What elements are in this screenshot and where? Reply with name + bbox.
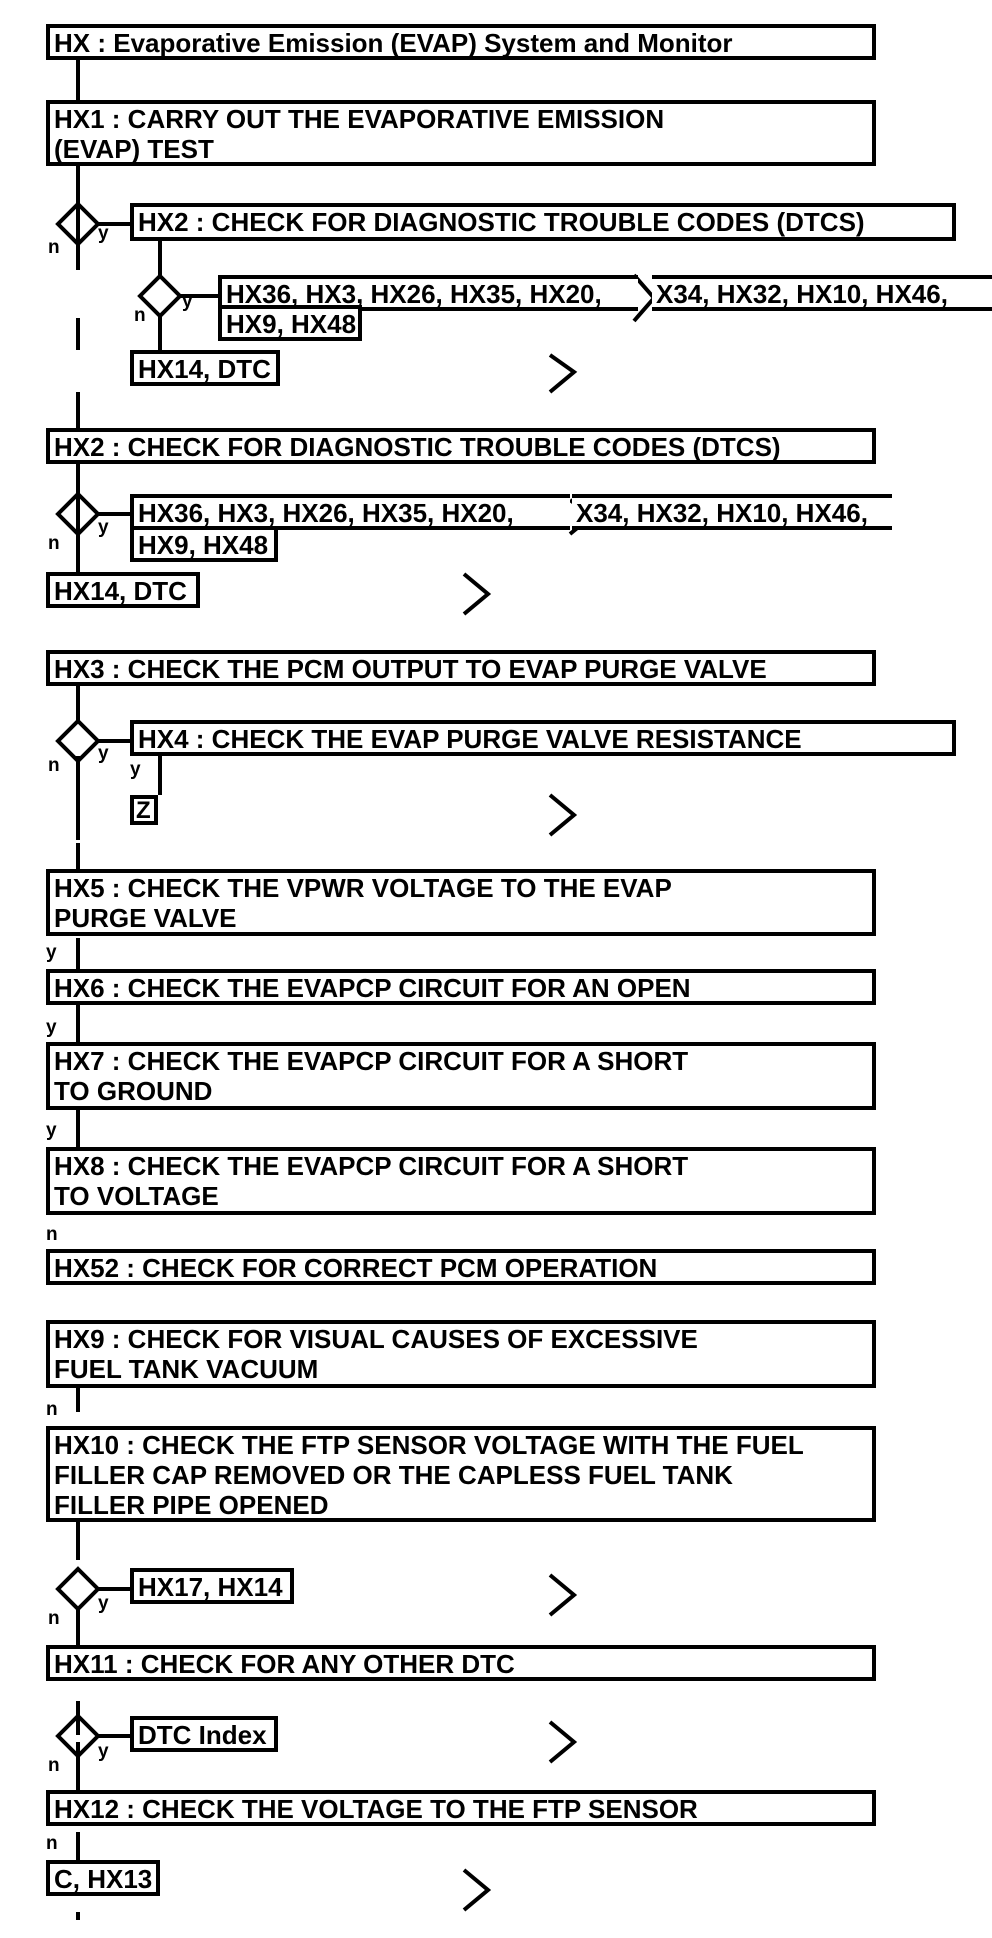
branch-label-yes: y [46, 1120, 57, 1141]
ref-hx17-hx14: HX17, HX14 [130, 1568, 294, 1604]
chevron-right-icon [548, 353, 578, 394]
branch-label-yes: y [46, 942, 57, 963]
node-hx5: HX5 : CHECK THE VPWR VOLTAGE TO THE EVAP… [46, 869, 876, 936]
node-hx9: HX9 : CHECK FOR VISUAL CAUSES OF EXCESSI… [46, 1320, 876, 1388]
node-hx7: HX7 : CHECK THE EVAPCP CIRCUIT FOR A SHO… [46, 1042, 876, 1110]
branch-label-yes: y [98, 517, 109, 538]
branch-label-no: n [46, 1399, 58, 1420]
ref-z: Z [130, 795, 158, 825]
branch-label-no: n [48, 755, 60, 776]
chevron-right-icon [548, 793, 578, 837]
node-hx12: HX12 : CHECK THE VOLTAGE TO THE FTP SENS… [46, 1790, 876, 1826]
branch-label-no: n [48, 1608, 60, 1629]
ref-c-hx13: C, HX13 [46, 1860, 160, 1896]
node-hx6: HX6 : CHECK THE EVAPCP CIRCUIT FOR AN OP… [46, 969, 876, 1005]
node-hx: HX : Evaporative Emission (EVAP) System … [46, 24, 876, 60]
chevron-right-icon [548, 1720, 578, 1764]
node-hx52: HX52 : CHECK FOR CORRECT PCM OPERATION [46, 1249, 876, 1285]
ref-hx9-group-b: HX9, HX48 [130, 526, 278, 562]
branch-label-no: n [48, 1755, 60, 1776]
node-hx3: HX3 : CHECK THE PCM OUTPUT TO EVAP PURGE… [46, 650, 876, 686]
ref-hx14-dtc-a: HX14, DTC [130, 350, 280, 386]
node-hx8: HX8 : CHECK THE EVAPCP CIRCUIT FOR A SHO… [46, 1147, 876, 1215]
node-hx1: HX1 : CARRY OUT THE EVAPORATIVE EMISSION… [46, 100, 876, 166]
branch-label-no: n [46, 1224, 58, 1245]
ref-hx9-group-a: HX9, HX48 [218, 305, 362, 341]
branch-label-no: n [48, 237, 60, 258]
decision-diamond [55, 1566, 101, 1612]
ref-hx34-group-a: X34, HX32, HX10, HX46, [652, 275, 992, 311]
branch-label-yes: y [98, 1741, 109, 1762]
decision-diamond [137, 273, 183, 319]
branch-label-yes: y [98, 223, 109, 244]
node-hx2-sub: HX2 : CHECK FOR DIAGNOSTIC TROUBLE CODES… [130, 203, 956, 241]
chevron-right-icon [462, 572, 492, 616]
branch-label-yes: y [182, 291, 193, 312]
decision-diamond [55, 718, 101, 764]
node-hx10: HX10 : CHECK THE FTP SENSOR VOLTAGE WITH… [46, 1426, 876, 1522]
ref-dtc-index: DTC Index [130, 1716, 278, 1752]
branch-label-no: n [134, 305, 146, 326]
chevron-right-icon [462, 1868, 492, 1912]
chevron-right-icon [548, 1573, 578, 1617]
branch-label-yes: y [130, 759, 141, 780]
node-hx11: HX11 : CHECK FOR ANY OTHER DTC [46, 1645, 876, 1681]
node-hx2: HX2 : CHECK FOR DIAGNOSTIC TROUBLE CODES… [46, 428, 876, 464]
decision-diamond [55, 201, 101, 247]
branch-label-yes: y [46, 1017, 57, 1038]
ref-hx14-dtc-b: HX14, DTC [46, 572, 200, 608]
branch-label-no: n [48, 533, 60, 554]
branch-label-yes: y [98, 1593, 109, 1614]
branch-label-no: n [46, 1833, 58, 1854]
ref-hx34-group-b: X34, HX32, HX10, HX46, [572, 494, 892, 530]
node-hx4: HX4 : CHECK THE EVAP PURGE VALVE RESISTA… [130, 720, 956, 756]
ref-hx36-group-b: HX36, HX3, HX26, HX35, HX20, [130, 494, 570, 530]
branch-label-yes: y [98, 743, 109, 764]
